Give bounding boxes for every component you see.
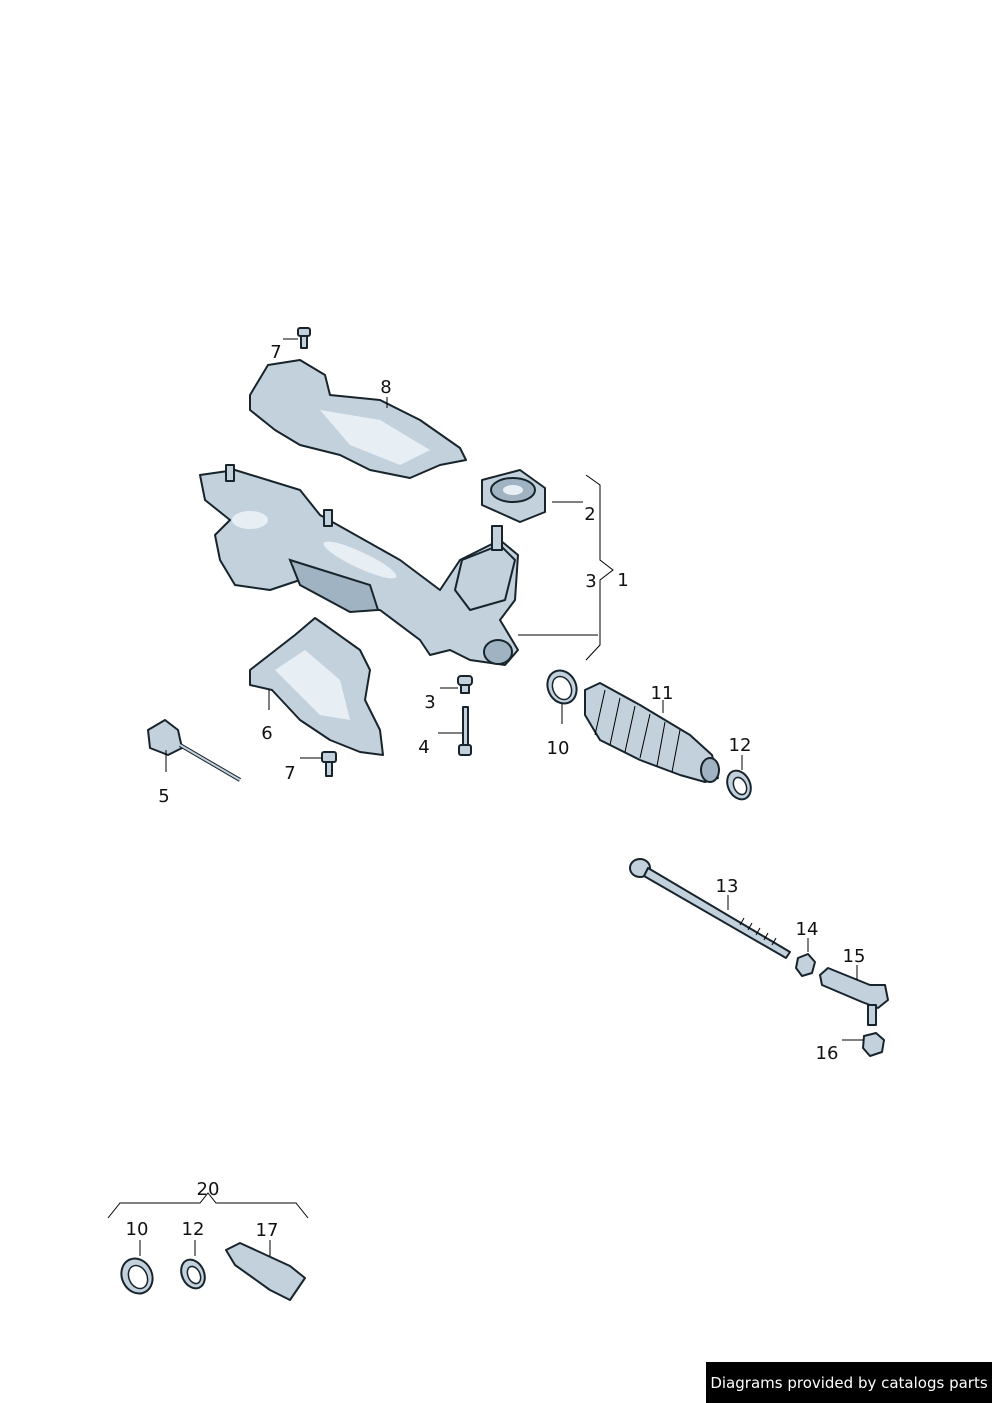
callout-3[interactable]: 3 bbox=[585, 571, 597, 592]
sensor-cable-5[interactable] bbox=[147, 719, 242, 782]
tie-rod-end-15[interactable] bbox=[819, 967, 889, 1026]
callout-5[interactable]: 5 bbox=[158, 786, 170, 807]
callout-7-bottom[interactable]: 7 bbox=[284, 763, 296, 784]
callout-2[interactable]: 2 bbox=[584, 504, 596, 525]
grease-tube-17[interactable] bbox=[225, 1242, 306, 1301]
callout-8[interactable]: 8 bbox=[380, 377, 392, 398]
repair-kit-20 bbox=[107, 1192, 309, 1301]
nut-14[interactable] bbox=[795, 953, 816, 977]
callout-3-bolt[interactable]: 3 bbox=[424, 692, 436, 713]
callout-kit-10[interactable]: 10 bbox=[125, 1219, 149, 1240]
callout-7[interactable]: 7 bbox=[270, 342, 282, 363]
callout-4[interactable]: 4 bbox=[418, 737, 430, 758]
bolt-3[interactable] bbox=[457, 675, 473, 694]
callout-17[interactable]: 17 bbox=[255, 1220, 279, 1241]
bolt-7-top[interactable] bbox=[297, 327, 311, 349]
mount-bushing-2[interactable] bbox=[481, 469, 546, 523]
callout-13[interactable]: 13 bbox=[715, 876, 739, 897]
nut-16[interactable] bbox=[862, 1032, 885, 1057]
callout-14[interactable]: 14 bbox=[795, 919, 819, 940]
bolt-4[interactable] bbox=[458, 706, 472, 756]
clamp-10[interactable] bbox=[542, 666, 582, 709]
callout-12[interactable]: 12 bbox=[728, 735, 752, 756]
callout-16[interactable]: 16 bbox=[815, 1043, 839, 1064]
callout-6[interactable]: 6 bbox=[261, 723, 273, 744]
credit-banner: Diagrams provided by catalogs parts bbox=[706, 1362, 992, 1403]
clamp-12[interactable] bbox=[723, 767, 756, 803]
heat-shield-6-highlight bbox=[275, 650, 350, 720]
kit-clamp-10[interactable] bbox=[116, 1253, 158, 1298]
callout-kit-12[interactable]: 12 bbox=[181, 1219, 205, 1240]
callout-20[interactable]: 20 bbox=[196, 1179, 220, 1200]
callout-10[interactable]: 10 bbox=[546, 738, 570, 759]
heat-shield-highlight bbox=[320, 410, 430, 465]
steering-rack-3[interactable] bbox=[199, 464, 519, 666]
boot-11[interactable] bbox=[584, 682, 720, 783]
kit-clamp-12[interactable] bbox=[177, 1256, 210, 1292]
callout-15[interactable]: 15 bbox=[842, 946, 866, 967]
bolt-7-bottom[interactable] bbox=[321, 751, 337, 777]
tie-rod-13[interactable] bbox=[629, 858, 791, 959]
leader-lines bbox=[139, 338, 864, 1256]
callout-1[interactable]: 1 bbox=[617, 570, 629, 591]
callout-11[interactable]: 11 bbox=[650, 683, 674, 704]
